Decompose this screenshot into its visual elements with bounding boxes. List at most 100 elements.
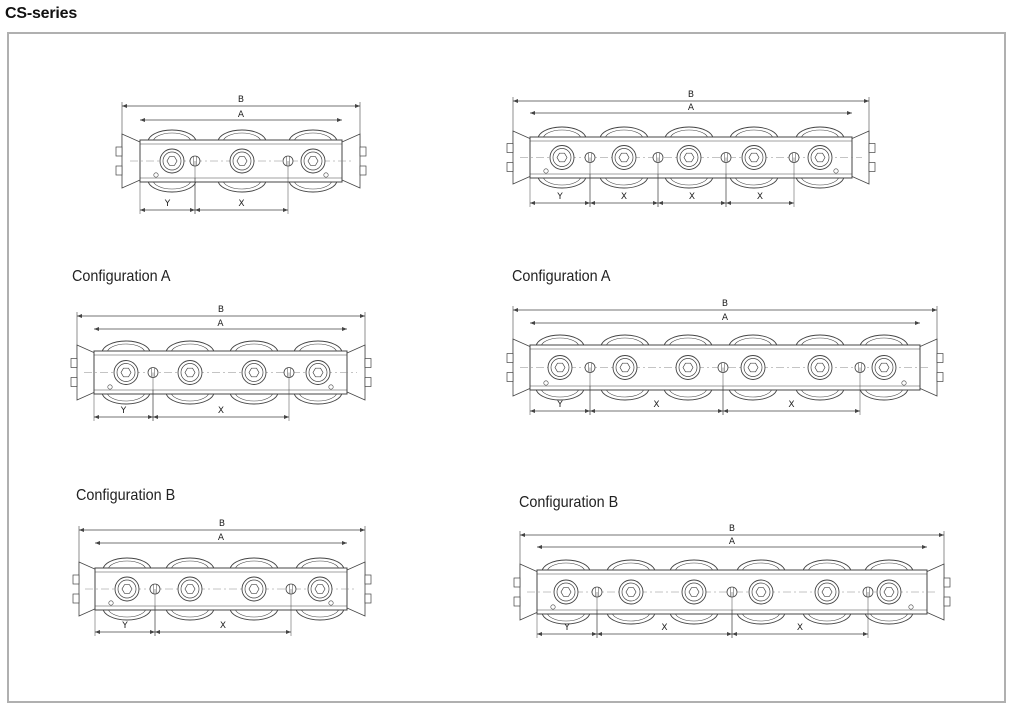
hex-socket bbox=[755, 587, 767, 597]
hex-socket bbox=[314, 584, 326, 594]
hex-socket bbox=[625, 587, 637, 597]
roller-hub bbox=[676, 145, 702, 170]
arrow-head bbox=[726, 201, 731, 205]
arrow-head bbox=[597, 632, 602, 636]
dimension-label-x: X bbox=[220, 621, 226, 631]
pin-hole bbox=[108, 600, 114, 606]
roller-hub bbox=[681, 579, 707, 605]
dimension-label-y: Y bbox=[556, 400, 563, 410]
arrow-head bbox=[653, 201, 658, 205]
arrow-head bbox=[283, 208, 288, 212]
pin-hole bbox=[328, 600, 334, 606]
pin-hole bbox=[550, 604, 556, 610]
bracket-tab bbox=[868, 162, 876, 172]
bracket-tab bbox=[364, 593, 372, 604]
dimension-label-a: A bbox=[688, 103, 695, 113]
roller-hub-ring bbox=[744, 148, 764, 167]
roller-hub-ring bbox=[743, 358, 763, 377]
arrow-head bbox=[723, 409, 728, 413]
hex-socket bbox=[682, 362, 694, 373]
roller-hub bbox=[307, 576, 333, 602]
hex-socket bbox=[814, 362, 826, 373]
arrow-head bbox=[95, 541, 100, 545]
arrow-head bbox=[537, 545, 542, 549]
pin-hole bbox=[153, 172, 159, 178]
arrow-head bbox=[847, 111, 852, 115]
roller-hub-ring bbox=[751, 582, 771, 602]
arrow-head bbox=[721, 201, 726, 205]
dimension-label-b: B bbox=[688, 90, 694, 100]
arrow-head bbox=[864, 99, 869, 103]
bracket-tab bbox=[506, 143, 514, 153]
arrow-head bbox=[94, 327, 99, 331]
dimension-label-a: A bbox=[217, 319, 224, 329]
bracket-tab bbox=[70, 377, 78, 387]
hex-socket bbox=[312, 367, 324, 378]
roller-hub-ring bbox=[615, 358, 635, 377]
dimension-label-x: X bbox=[653, 400, 659, 410]
roller-hub bbox=[229, 148, 255, 174]
roller-hub-ring bbox=[117, 579, 137, 599]
roller-hub-ring bbox=[180, 363, 200, 382]
bracket-tab bbox=[943, 577, 951, 588]
arrow-head bbox=[530, 201, 535, 205]
roller-hub bbox=[305, 360, 331, 385]
arrow-head bbox=[140, 208, 145, 212]
arrow-head bbox=[585, 201, 590, 205]
arrow-head bbox=[520, 533, 525, 537]
hex-socket bbox=[248, 367, 260, 378]
hex-socket bbox=[556, 152, 568, 163]
bracket-tab bbox=[506, 162, 514, 172]
roller-hub bbox=[876, 579, 902, 605]
roller-hub bbox=[675, 355, 701, 380]
arrow-head bbox=[530, 321, 535, 325]
hex-socket bbox=[184, 367, 196, 378]
hex-socket bbox=[619, 362, 631, 373]
roller-hub-ring bbox=[244, 579, 264, 599]
pin-hole bbox=[328, 384, 334, 390]
dimension-label-y: Y bbox=[164, 199, 171, 209]
hex-socket bbox=[688, 587, 700, 597]
roller-hub-ring bbox=[180, 579, 200, 599]
dimension-label-b: B bbox=[729, 524, 735, 534]
dimension-label-y: Y bbox=[563, 623, 570, 633]
dimension-label-a: A bbox=[238, 110, 245, 120]
dimension-label-x: X bbox=[218, 406, 224, 416]
arrow-head bbox=[140, 118, 145, 122]
dimension-label-b: B bbox=[722, 299, 728, 309]
roller-hub bbox=[612, 355, 638, 380]
arrow-head bbox=[789, 201, 794, 205]
dimension-label-b: B bbox=[218, 305, 224, 315]
roller-hub-ring bbox=[810, 358, 830, 377]
arrow-head bbox=[286, 630, 291, 634]
roller-hub bbox=[740, 355, 766, 380]
dimension-label-x: X bbox=[661, 623, 667, 633]
bracket-tab bbox=[364, 358, 372, 368]
pin-hole bbox=[908, 604, 914, 610]
arrow-head bbox=[195, 208, 200, 212]
bracket-tab bbox=[513, 577, 521, 588]
roller-hub-ring bbox=[550, 358, 570, 377]
arrow-head bbox=[95, 630, 100, 634]
pin-hole bbox=[107, 384, 113, 390]
hex-socket bbox=[554, 362, 566, 373]
config-b-label-right: Configuration B bbox=[519, 494, 619, 511]
pin-hole bbox=[323, 172, 329, 178]
arrow-head bbox=[153, 415, 158, 419]
roller-hub-ring bbox=[678, 358, 698, 377]
arrow-head bbox=[592, 632, 597, 636]
hex-socket bbox=[560, 587, 572, 597]
arrow-head bbox=[658, 201, 663, 205]
pin-hole bbox=[901, 380, 907, 386]
hex-socket bbox=[307, 156, 319, 166]
bracket-tab bbox=[70, 358, 78, 368]
arrow-head bbox=[342, 541, 347, 545]
hex-socket bbox=[184, 584, 196, 594]
pin-hole bbox=[833, 168, 839, 174]
bracket-tab bbox=[936, 353, 944, 363]
arrow-head bbox=[732, 632, 737, 636]
roller-hub-ring bbox=[310, 579, 330, 599]
dimension-label-y: Y bbox=[120, 406, 127, 416]
